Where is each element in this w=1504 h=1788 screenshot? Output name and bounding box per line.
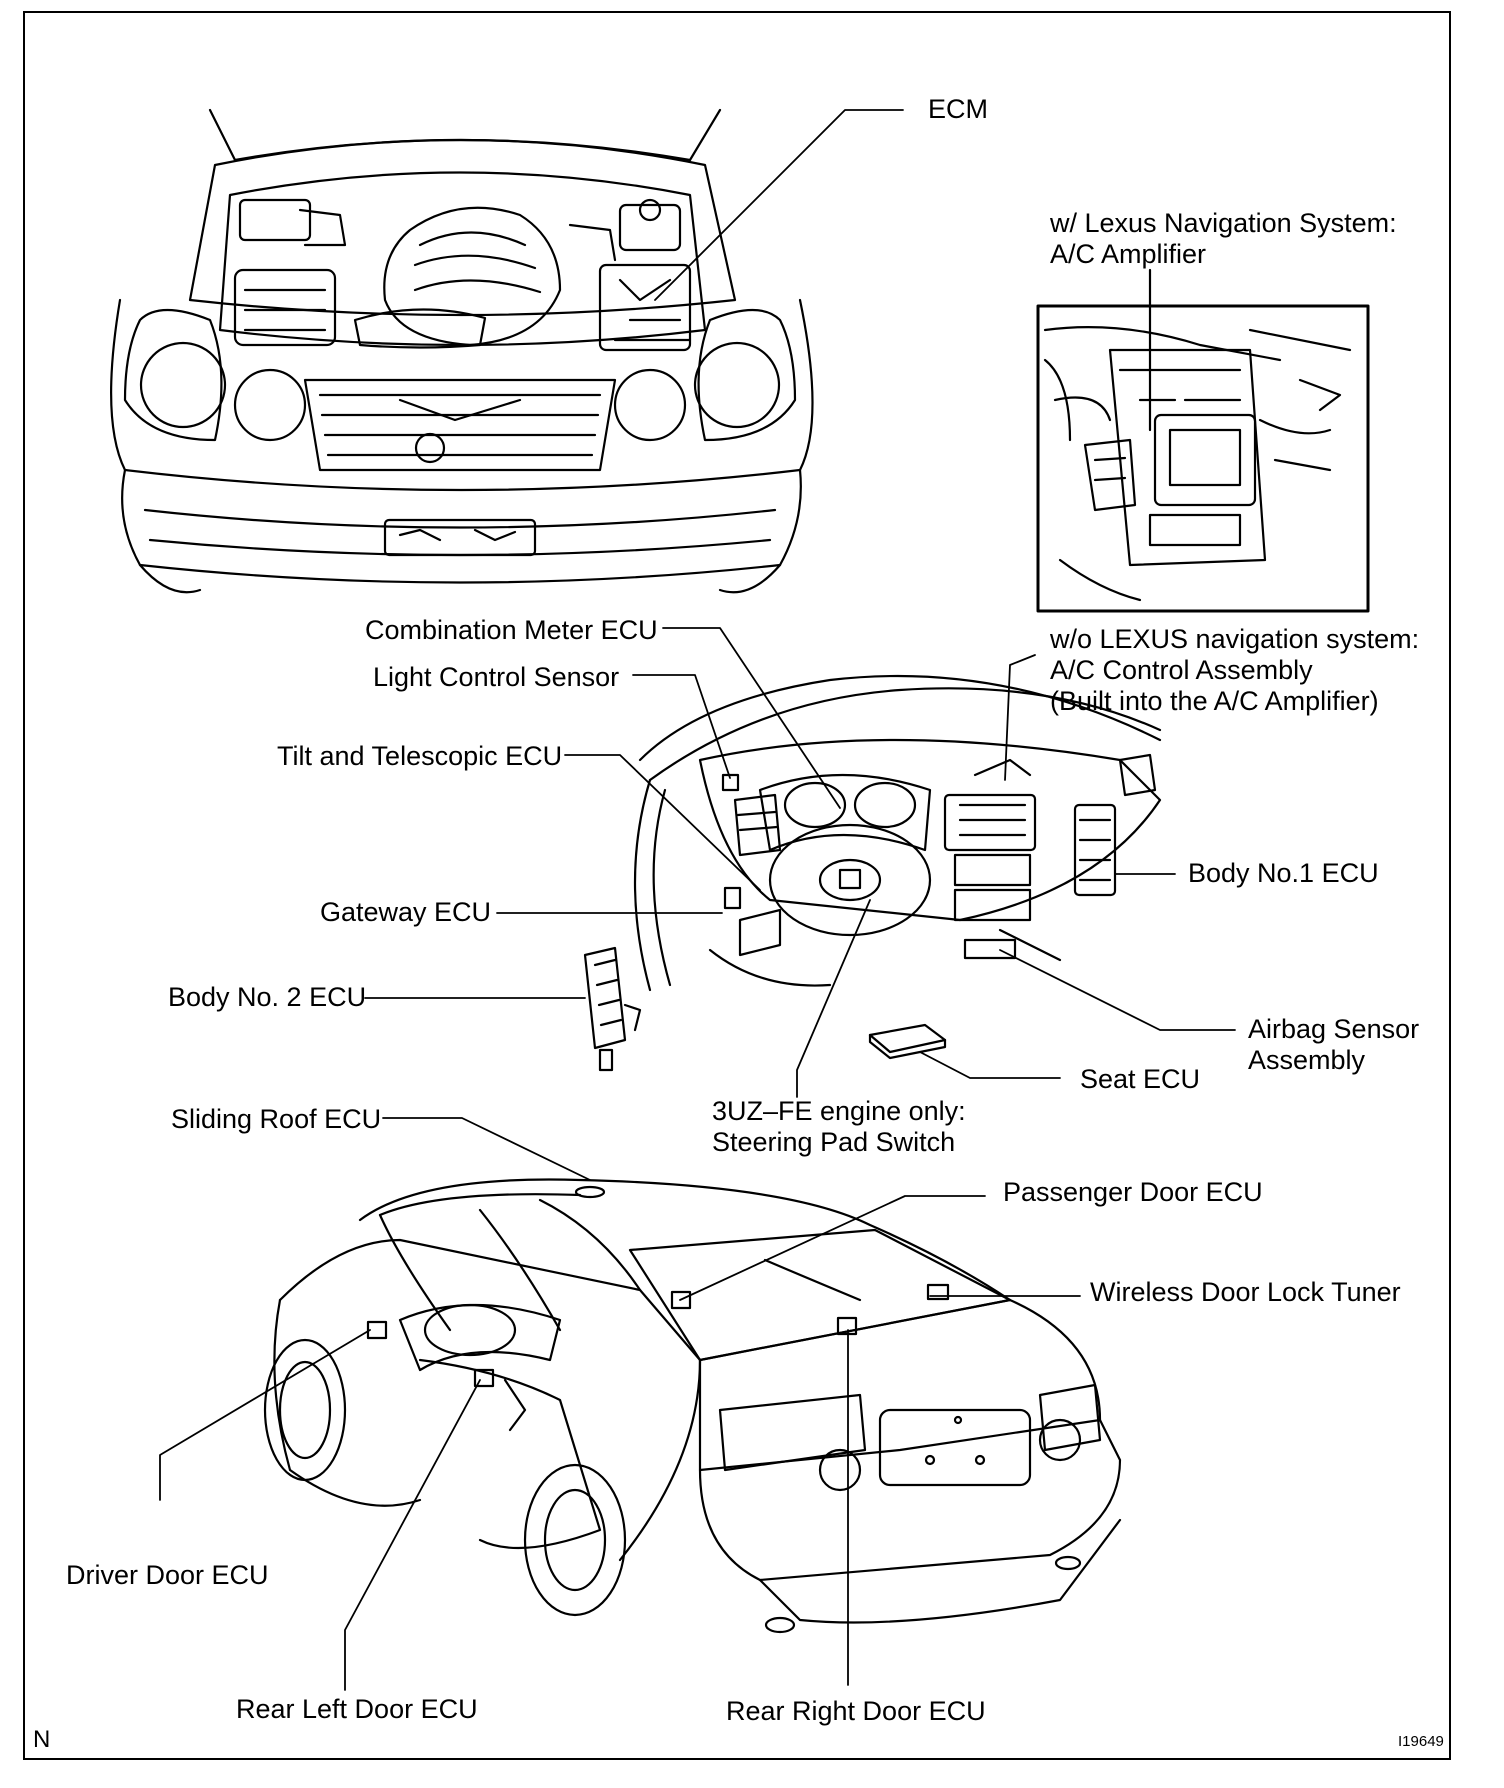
steering-line-1: 3UZ–FE engine only: xyxy=(712,1096,966,1126)
ac-control-line-2: A/C Control Assembly xyxy=(1050,655,1313,685)
corner-code: N xyxy=(33,1726,51,1753)
nav-amplifier-line-2: A/C Amplifier xyxy=(1050,239,1207,269)
dashboard-illustration xyxy=(583,674,1162,1072)
airbag-sensor-label: Airbag Sensor Assembly xyxy=(1248,1014,1419,1076)
light-control-label: Light Control Sensor xyxy=(373,662,620,692)
combination-meter-label: Combination Meter ECU xyxy=(365,615,658,645)
driver-door-label: Driver Door ECU xyxy=(66,1560,269,1590)
nav-amplifier-label: w/ Lexus Navigation System: A/C Amplifie… xyxy=(1050,208,1397,270)
body-no2-label: Body No. 2 ECU xyxy=(168,982,367,1012)
airbag-line-2: Assembly xyxy=(1248,1045,1366,1075)
steering-line-2: Steering Pad Switch xyxy=(712,1127,956,1157)
seat-ecu-label: Seat ECU xyxy=(1080,1064,1201,1094)
leader-lines xyxy=(159,109,1236,1691)
nav-amplifier-line-1: w/ Lexus Navigation System: xyxy=(1050,208,1397,238)
tilt-telescopic-label: Tilt and Telescopic ECU xyxy=(277,741,563,771)
sliding-roof-label: Sliding Roof ECU xyxy=(171,1104,382,1134)
ac-control-line-3: (Built into the A/C Amplifier) xyxy=(1050,686,1379,716)
rear-left-door-label: Rear Left Door ECU xyxy=(236,1694,478,1724)
wireless-door-lock-label: Wireless Door Lock Tuner xyxy=(1090,1277,1401,1307)
ac-control-line-1: w/o LEXUS navigation system: xyxy=(1050,624,1420,654)
ac-control-assembly-label: w/o LEXUS navigation system: A/C Control… xyxy=(1050,624,1419,717)
passenger-door-label: Passenger Door ECU xyxy=(1003,1177,1263,1207)
airbag-line-1: Airbag Sensor xyxy=(1248,1014,1420,1044)
front-car-illustration xyxy=(110,108,814,594)
rear-car-illustration xyxy=(263,1178,1122,1634)
ecm-label: ECM xyxy=(928,94,988,124)
steering-pad-label: 3UZ–FE engine only: Steering Pad Switch xyxy=(712,1096,966,1158)
body-no1-label: Body No.1 ECU xyxy=(1188,858,1379,888)
rear-right-door-label: Rear Right Door ECU xyxy=(726,1696,986,1726)
figure-id: I19649 xyxy=(1398,1733,1444,1750)
nav-inset-illustration xyxy=(1036,268,1370,613)
gateway-label: Gateway ECU xyxy=(320,897,492,927)
diagram-frame xyxy=(23,11,1451,1760)
